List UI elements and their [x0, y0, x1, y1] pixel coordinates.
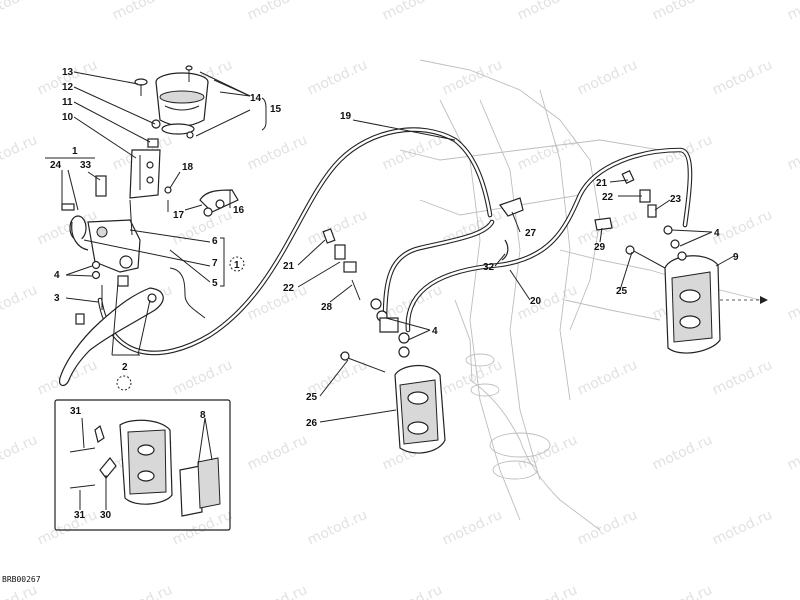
watermark-text: motod.ru: [440, 57, 505, 99]
callout-30: 30: [100, 510, 112, 521]
watermark-text: motod.ru: [515, 432, 580, 474]
watermark-text: motod.ru: [575, 57, 640, 99]
watermark-text: motod.ru: [0, 0, 40, 24]
callout-2: 2: [122, 362, 128, 373]
left-caliper-26: [339, 351, 446, 454]
watermark-text: motod.ru: [380, 0, 445, 24]
leader-lines: [45, 71, 735, 510]
callout-1-top: 1: [72, 146, 78, 157]
right-caliper-9: [625, 245, 768, 354]
fork-background: [399, 59, 761, 531]
watermark-text: motod.ru: [710, 357, 775, 399]
watermark-text: motod.ru: [515, 582, 580, 600]
watermark-text: motod.ru: [515, 132, 580, 174]
callout-13: 13: [62, 67, 74, 78]
callout-21-right: 21: [596, 178, 608, 189]
callout-4-right: 4: [714, 228, 720, 239]
watermark-text: motod.ru: [380, 582, 445, 600]
watermark-text: motod.ru: [515, 0, 580, 24]
callout-1-circle: 1: [234, 260, 240, 271]
watermark-text: motod.ru: [785, 132, 800, 174]
callout-31-bottom: 31: [74, 510, 86, 521]
watermark-text: motod.ru: [245, 282, 310, 324]
watermark-text: motod.ru: [0, 432, 40, 474]
callout-24: 24: [50, 160, 62, 171]
hose-bracket-27: [499, 197, 524, 261]
callout-20: 20: [530, 296, 542, 307]
callout-27: 27: [525, 228, 537, 239]
callout-17: 17: [173, 210, 185, 221]
callout-26: 26: [306, 418, 318, 429]
watermark-text: motod.ru: [785, 282, 800, 324]
watermark-text: motod.ru: [515, 282, 580, 324]
callout-18: 18: [182, 162, 194, 173]
callout-25-left: 25: [306, 392, 318, 403]
watermark-text: motod.ru: [710, 507, 775, 549]
reference-circle-1b: [116, 375, 132, 391]
callout-7: 7: [212, 258, 218, 269]
callout-3: 3: [54, 293, 60, 304]
watermark-text: motod.ru: [650, 582, 715, 600]
callout-4-left: 4: [54, 270, 60, 281]
watermark-text: motod.ru: [0, 132, 40, 174]
watermark-text: motod.ru: [575, 507, 640, 549]
callout-6: 6: [212, 236, 218, 247]
watermark-text: motod.ru: [110, 0, 175, 24]
watermark-text: motod.ru: [305, 507, 370, 549]
watermark-text: motod.ru: [650, 0, 715, 24]
switch-cable-5: [169, 267, 206, 319]
callouts: 13 12 11 10 14 15 1 24 33 18 17 16 6 7 5…: [50, 67, 739, 521]
watermark-text: motod.ru: [0, 282, 40, 324]
watermark-text: motod.ru: [245, 0, 310, 24]
watermark-text: motod.ru: [650, 432, 715, 474]
right-banjo-fittings: [594, 169, 687, 261]
callout-32: 32: [483, 262, 495, 273]
callout-21-left: 21: [283, 261, 295, 272]
pad-inset: [54, 399, 231, 531]
callout-23: 23: [670, 194, 682, 205]
callout-12: 12: [62, 82, 74, 93]
reference-circle-1a: [229, 256, 245, 272]
callout-16: 16: [233, 205, 245, 216]
watermark-text: motod.ru: [245, 432, 310, 474]
watermark-text: motod.ru: [245, 582, 310, 600]
watermark-text: motod.ru: [170, 357, 235, 399]
callout-9: 9: [733, 252, 739, 263]
callout-10: 10: [62, 112, 74, 123]
callout-11: 11: [62, 97, 73, 108]
watermark-text: motod.ru: [245, 132, 310, 174]
watermark-text: motod.ru: [785, 0, 800, 24]
watermark-text: motod.ru: [575, 357, 640, 399]
callout-14: 14: [250, 93, 262, 104]
callout-33: 33: [80, 160, 92, 171]
watermark-text: motod.ru: [305, 207, 370, 249]
callout-22-left: 22: [283, 283, 295, 294]
diagram-code: BRB00267: [2, 575, 41, 584]
callout-29: 29: [594, 242, 606, 253]
banjo-fittings: [322, 228, 410, 358]
callout-15: 15: [270, 104, 282, 115]
callout-25-right: 25: [616, 286, 628, 297]
watermark-text: motod.ru: [35, 507, 100, 549]
brake-lever: [59, 287, 164, 387]
callout-31-top: 31: [70, 406, 82, 417]
callout-4-mid: 4: [432, 326, 438, 337]
watermark-text: motod.ru: [0, 582, 40, 600]
watermark-text: motod.ru: [710, 57, 775, 99]
watermark-text: motod.ru: [440, 507, 505, 549]
watermark-text: motod.ru: [305, 57, 370, 99]
watermark-text: motod.ru: [170, 507, 235, 549]
callout-19: 19: [340, 111, 352, 122]
callout-28: 28: [321, 302, 333, 313]
watermark-text: motod.ru: [785, 432, 800, 474]
watermark-text: motod.ru: [785, 582, 800, 600]
callout-5: 5: [212, 278, 218, 289]
callout-8: 8: [200, 410, 206, 421]
watermark-text: motod.ru: [110, 582, 175, 600]
brake-hoses: [97, 127, 693, 356]
callout-22-right: 22: [602, 192, 614, 203]
watermark-text: motod.ru: [710, 207, 775, 249]
